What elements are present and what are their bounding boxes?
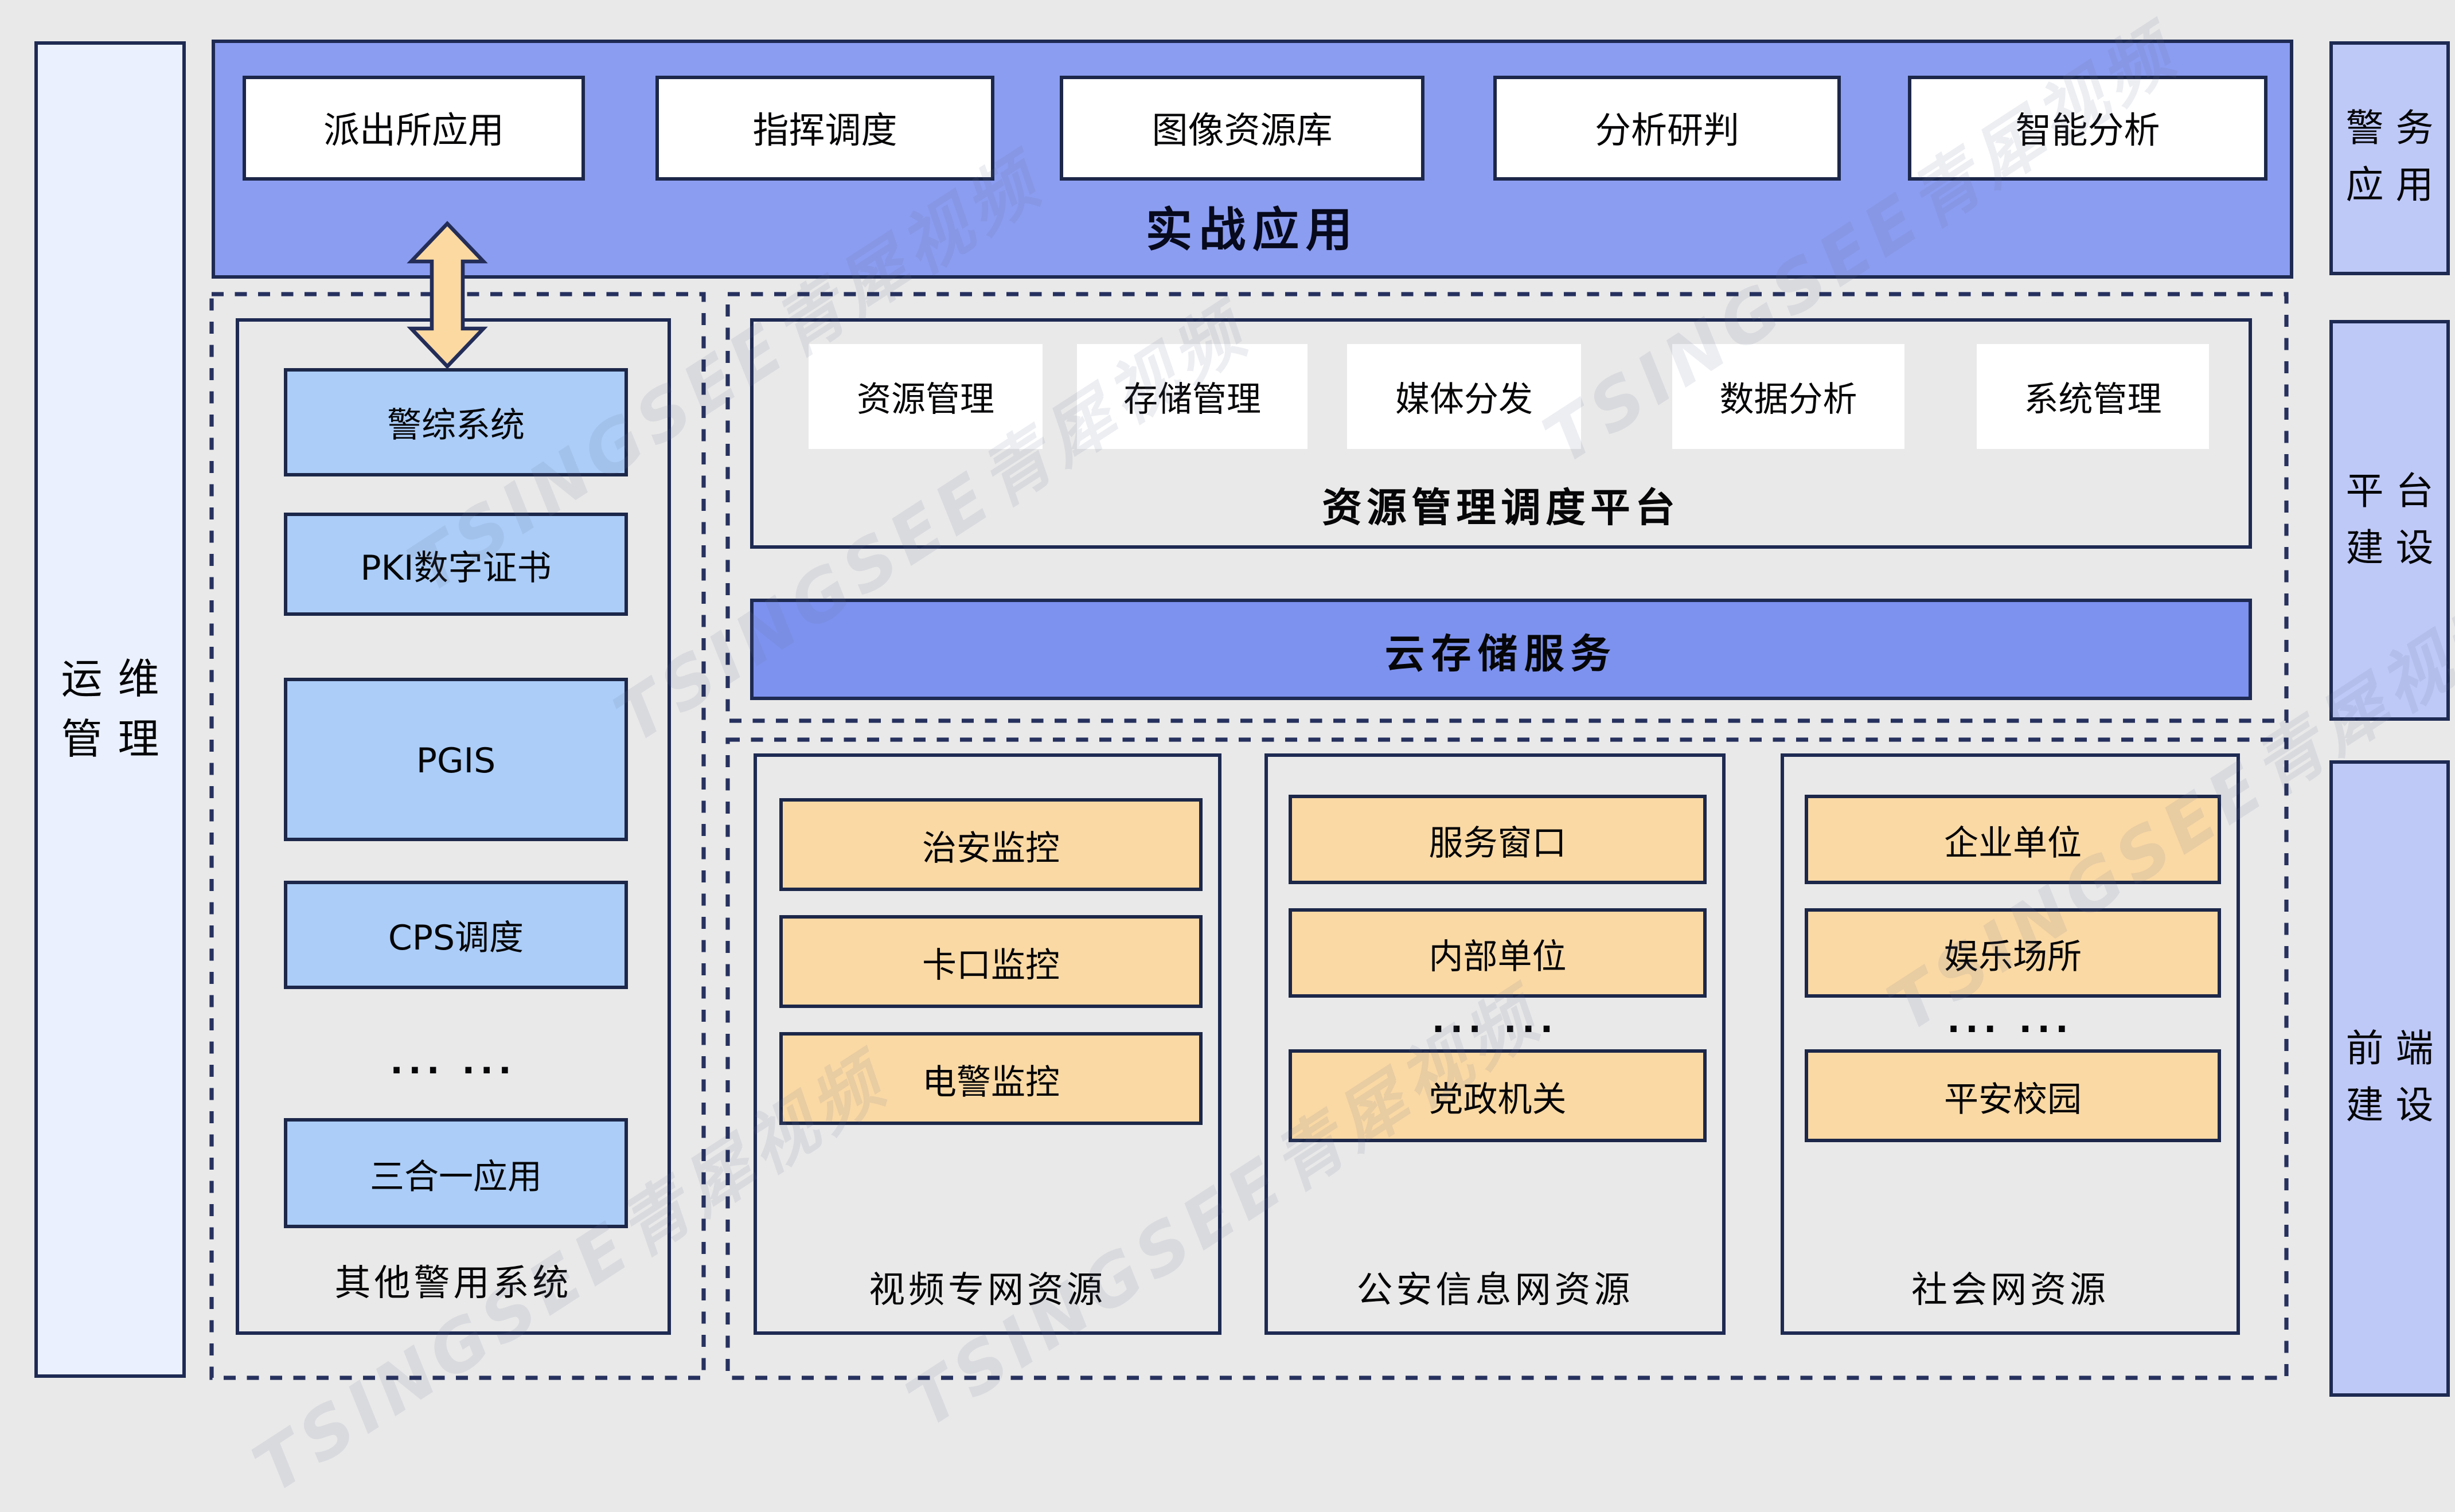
app-card-label: 派出所应用: [323, 109, 504, 151]
app-card-label: 智能分析: [2015, 109, 2160, 151]
resource-item-enterprise-units: 企业单位: [1805, 795, 2221, 884]
system-item-label: PKI数字证书: [360, 546, 552, 588]
system-item-pgis: PGIS: [284, 678, 628, 841]
ops-management-label-line1: 运维: [61, 655, 175, 704]
resource-item-service-window: 服务窗口: [1289, 795, 1707, 884]
system-item-cps-dispatch: CPS调度: [284, 881, 628, 989]
resource-item-label: 治安监控: [922, 826, 1060, 868]
platform-card-resource-mgmt: 资源管理: [809, 344, 1043, 449]
system-item-label: 警综系统: [387, 404, 525, 446]
stage-label-line: 建设: [2345, 1085, 2446, 1128]
stage-label-line: 应用: [2345, 165, 2446, 208]
stage-label-frontend-construction: 前端 建设: [2329, 760, 2450, 1397]
resource-platform-title: 资源管理调度平台: [1322, 487, 1680, 532]
resource-item-electronic-police-monitoring: 电警监控: [779, 1032, 1203, 1125]
stage-label-police-application: 警务 应用: [2329, 41, 2450, 275]
ellipsis-text: ... ...: [1947, 999, 2074, 1041]
platform-card-label: 资源管理: [857, 378, 994, 420]
ellipsis-text: ... ...: [390, 1041, 517, 1082]
resource-item-label: 党政机关: [1428, 1077, 1567, 1119]
resource-platform-box: 资源管理 存储管理 媒体分发 数据分析 系统管理 资源管理调度平台: [750, 318, 2252, 549]
resource-item-entertainment-venues: 娱乐场所: [1805, 908, 2221, 998]
platform-card-data-analysis: 数据分析: [1672, 344, 1904, 449]
platform-card-label: 媒体分发: [1395, 378, 1533, 420]
resource-item-label: 内部单位: [1428, 935, 1567, 976]
resource-item-safe-campus: 平安校园: [1805, 1049, 2221, 1142]
stage-label-line: 平台: [2345, 470, 2446, 514]
platform-card-label: 系统管理: [2024, 378, 2162, 420]
app-card-label: 分析研判: [1595, 109, 1739, 151]
resource-group-social-network: 企业单位 娱乐场所 ... ... 平安校园 社会网资源: [1781, 753, 2240, 1335]
cloud-storage-label: 云存储服务: [1385, 632, 1617, 677]
resource-item-label: 企业单位: [1944, 821, 2082, 863]
system-item-label: 三合一应用: [370, 1155, 542, 1197]
other-police-systems-title: 其他警用系统: [334, 1263, 572, 1304]
ops-management-label-line2: 管理: [61, 714, 175, 763]
ops-management-panel: 运维 管理: [34, 41, 186, 1378]
resource-item-label: 卡口监控: [922, 943, 1060, 985]
app-card-police-station: 派出所应用: [243, 76, 585, 181]
stage-label-line: 警务: [2345, 108, 2446, 151]
resource-item-label: 电警监控: [922, 1060, 1060, 1102]
platform-card-label: 存储管理: [1123, 378, 1261, 420]
cloud-storage-bar: 云存储服务: [750, 599, 2252, 700]
stage-label-platform-construction: 平台 建设: [2329, 320, 2450, 721]
platform-card-media-distribution: 媒体分发: [1347, 344, 1581, 449]
platform-card-storage-mgmt: 存储管理: [1077, 344, 1307, 449]
other-police-systems-box: 警综系统 PKI数字证书 PGIS CPS调度 ... ... 三合一应用 其他…: [236, 318, 671, 1335]
resource-item-checkpoint-monitoring: 卡口监控: [779, 915, 1203, 1008]
resource-item-public-security-monitoring: 治安监控: [779, 798, 1203, 891]
resource-group-title: 公安信息网资源: [1356, 1269, 1634, 1311]
resource-item-label: 服务窗口: [1428, 821, 1567, 863]
system-item-pki-certificate: PKI数字证书: [284, 513, 628, 616]
system-item-label: PGIS: [416, 739, 496, 780]
combat-application-title: 实战应用: [1146, 205, 1359, 258]
combat-application-bar: 派出所应用 指挥调度 图像资源库 分析研判 智能分析 实战应用: [212, 40, 2293, 279]
resource-item-party-government-organs: 党政机关: [1289, 1049, 1707, 1142]
app-card-label: 指挥调度: [752, 109, 897, 151]
platform-card-label: 数据分析: [1719, 378, 1857, 420]
architecture-diagram: TSINGSEE青犀视频 TSINGSEE青犀视频 TSINGSEE青犀视频 T…: [34, 12, 2455, 1510]
system-item-three-in-one: 三合一应用: [284, 1118, 628, 1228]
resource-group-title: 视频专网资源: [869, 1269, 1106, 1311]
resource-item-label: 平安校园: [1944, 1077, 2082, 1119]
system-item-jingzong: 警综系统: [284, 368, 628, 476]
resource-group-video-network: 治安监控 卡口监控 电警监控 视频专网资源: [754, 753, 1221, 1335]
system-item-label: CPS调度: [388, 917, 524, 958]
platform-card-system-mgmt: 系统管理: [1977, 344, 2209, 449]
resource-item-internal-units: 内部单位: [1289, 908, 1707, 998]
ellipsis-text: ... ...: [1431, 999, 1559, 1041]
app-card-image-repository: 图像资源库: [1060, 76, 1424, 181]
app-card-command-dispatch: 指挥调度: [655, 76, 994, 181]
resource-group-title: 社会网资源: [1911, 1269, 2109, 1311]
app-card-label: 图像资源库: [1152, 109, 1333, 151]
resource-item-label: 娱乐场所: [1944, 935, 2082, 976]
app-card-intelligent-analysis: 智能分析: [1908, 76, 2267, 181]
app-card-analysis-judgement: 分析研判: [1493, 76, 1841, 181]
stage-label-line: 前端: [2345, 1029, 2446, 1072]
resource-group-police-info-network: 服务窗口 内部单位 ... ... 党政机关 公安信息网资源: [1264, 753, 1726, 1335]
stage-label-line: 建设: [2345, 527, 2446, 571]
